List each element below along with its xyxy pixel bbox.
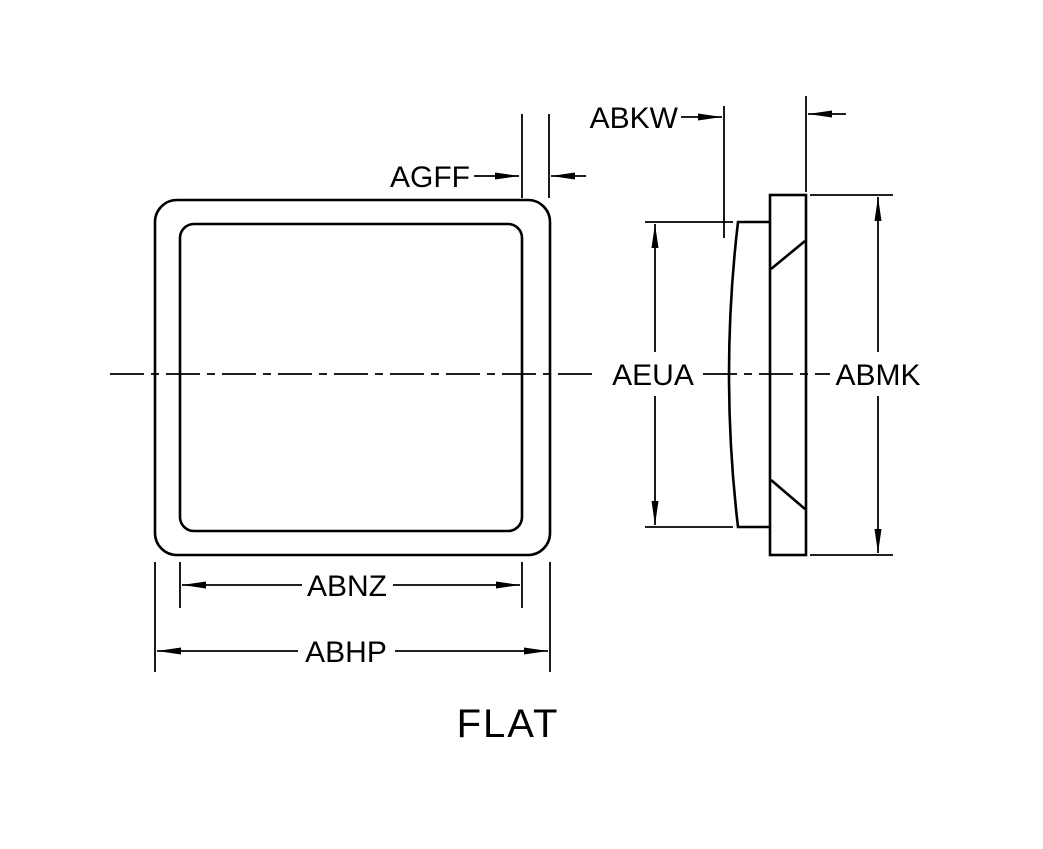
abmk-label: ABMK xyxy=(835,359,920,392)
agff-label: AGFF xyxy=(390,161,470,194)
front-view-outer-frame xyxy=(153,198,552,557)
side-view-lens-profile xyxy=(727,220,770,529)
abnz-label: ABNZ xyxy=(307,570,387,603)
aeua-label: AEUA xyxy=(612,359,694,392)
side-view xyxy=(727,193,808,557)
dimension-abmk: ABMK xyxy=(810,194,921,556)
front-view xyxy=(153,198,552,557)
side-view-top-chamfer-line xyxy=(770,239,806,271)
dimension-abhp: ABHP xyxy=(154,562,551,672)
dimension-abkw: ABKW xyxy=(590,96,846,238)
abkw-label: ABKW xyxy=(590,102,679,135)
dimension-abnz: ABNZ xyxy=(179,562,523,608)
abhp-label: ABHP xyxy=(305,636,387,669)
side-view-bottom-chamfer-line xyxy=(770,479,806,510)
side-view-bezel xyxy=(768,193,808,557)
dimension-aeua: AEUA xyxy=(612,221,733,528)
drawing-caption: FLAT xyxy=(457,702,560,746)
front-view-inner-frame xyxy=(178,222,524,533)
dimension-agff: AGFF xyxy=(390,114,586,198)
